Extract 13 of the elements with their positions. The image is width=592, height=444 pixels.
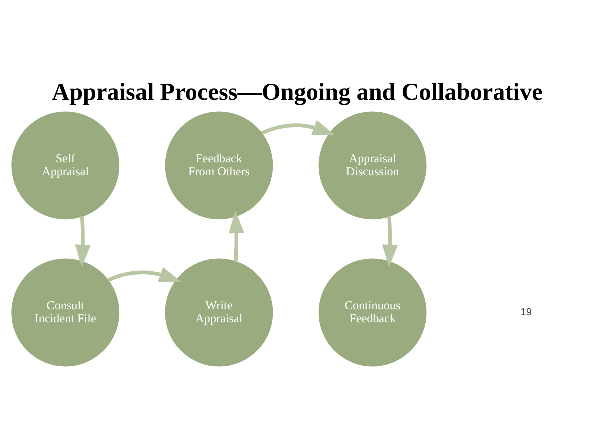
node-circle: Consult Incident File	[12, 258, 120, 367]
node-circle: Write Appraisal	[165, 258, 274, 367]
node-circle: Continuous Feedback	[318, 258, 427, 367]
diagram-title: Appraisal Process—Ongoing and Collaborative	[52, 78, 543, 106]
arrow	[108, 267, 182, 282]
arrow	[228, 210, 244, 262]
arrow	[261, 120, 336, 136]
node-circle: Appraisal Discussion	[318, 112, 427, 220]
node-circle: Feedback From Others	[165, 112, 274, 220]
arrow	[75, 216, 91, 268]
label: 19	[520, 307, 532, 318]
arrow	[382, 216, 398, 268]
node-circle: Self Appraisal	[12, 112, 120, 220]
